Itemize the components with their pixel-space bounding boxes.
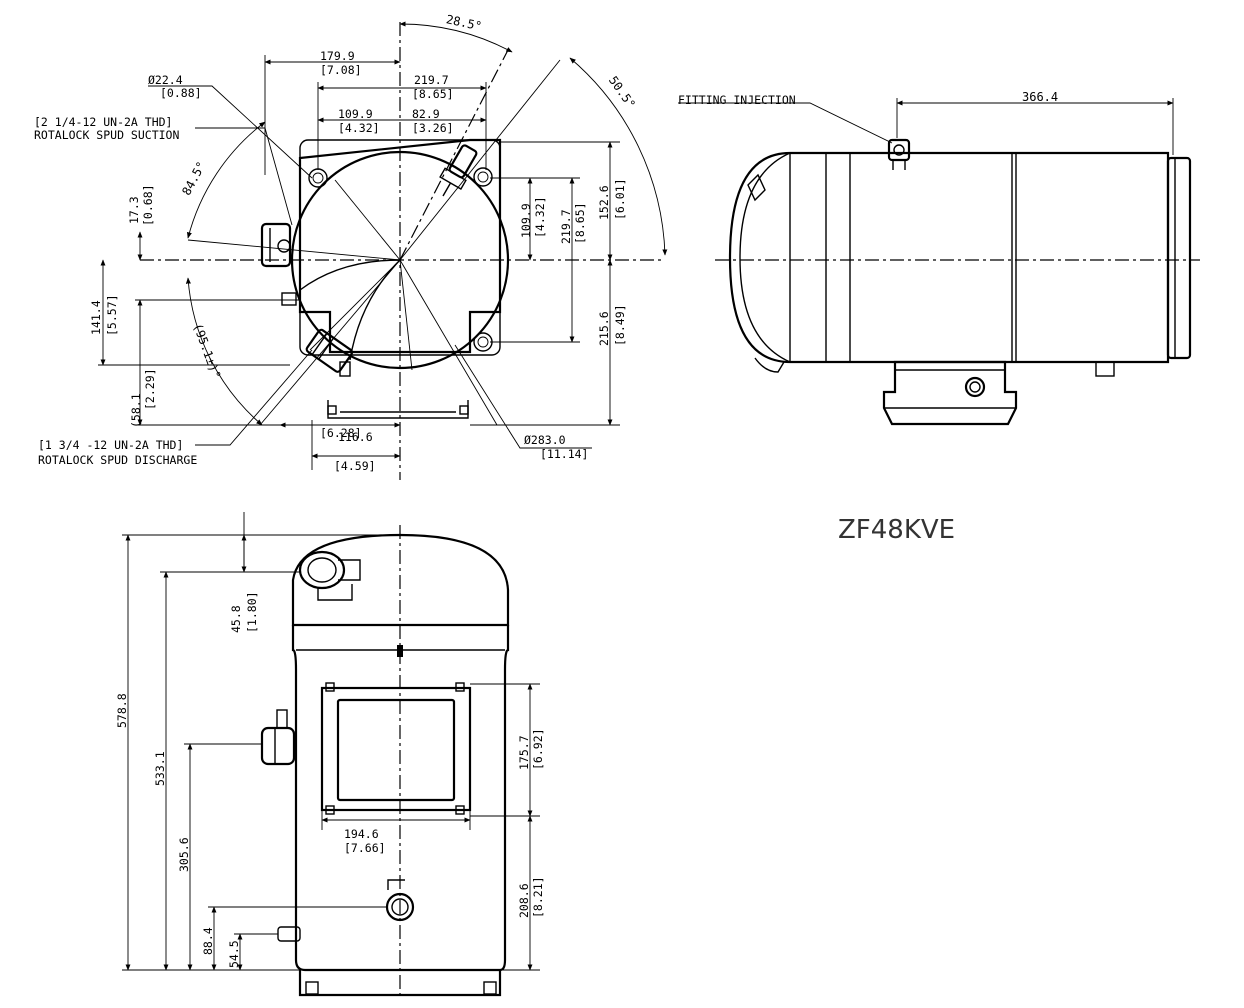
dim-bot-in-a: [6.28] (320, 426, 362, 440)
main-shell-front (291, 625, 510, 972)
dim-v-109-9-in: [4.32] (533, 196, 547, 238)
dim-82-9: 82.9 (412, 107, 440, 121)
base-port-side (964, 376, 986, 398)
front-view: 578.8 533.1 305.6 88.4 54.5 45.8 [1.80] … (115, 512, 545, 1000)
dim-152-6: 152.6 (597, 185, 611, 220)
discharge-thread: [1 3/4 -12 UN-2A THD] (38, 438, 183, 452)
fitting-injection-label: FITTING INJECTION (678, 93, 796, 107)
dim-82-9-in: [3.26] (412, 121, 454, 135)
spud-side-bottom (754, 357, 785, 373)
dim-109-9-in: [4.32] (338, 121, 380, 135)
dim-v-219-7-in: [8.65] (573, 202, 587, 244)
height-305-6: 305.6 (177, 837, 191, 872)
arc-50-5 (569, 57, 668, 256)
d-shell: Ø283.0 (524, 433, 566, 447)
dim-141-4-in: [5.57] (105, 294, 119, 336)
width-194-6-in: [7.66] (344, 841, 386, 855)
dim-179-9: 179.9 (320, 49, 355, 63)
height-208-6: 208.6 (517, 883, 531, 918)
dim-bot-in-b: [4.59] (334, 459, 376, 473)
dim-109-9: 109.9 (338, 107, 373, 121)
height-208-6-in: [8.21] (531, 876, 545, 918)
top-view: 28.5° 50.5° 84.5° (95.1±)° 179.9 [7.08] … (34, 12, 668, 480)
compressor-shell-top (290, 150, 510, 370)
base-side (882, 360, 1018, 426)
width-194-6: 194.6 (344, 827, 379, 841)
base-front (298, 970, 502, 997)
dim-152-6-in: [6.01] (613, 178, 627, 220)
dim-215-6-in: [8.49] (613, 304, 627, 346)
injection-fitting-side (887, 138, 911, 170)
dim-179-9-in: [7.08] (320, 63, 362, 77)
dim-219-7-in: [8.65] (412, 87, 454, 101)
dim-219-7: 219.7 (414, 73, 449, 87)
dim-v-219-7: 219.7 (559, 209, 573, 244)
arc-28-5 (399, 21, 513, 53)
spud-side-top (747, 173, 766, 202)
height-45-8: 45.8 (229, 605, 243, 633)
height-533-1: 533.1 (153, 751, 167, 786)
suction-spud (260, 222, 292, 268)
dim-17-3: 17.3 (127, 196, 141, 224)
model-label: ZF48KVE (838, 515, 955, 545)
angle-95-1: (95.1±)° (190, 322, 223, 381)
terminal-box-cover (336, 698, 456, 802)
fitting-small-bottom (339, 361, 351, 377)
suction-label: ROTALOCK SPUD SUCTION (34, 128, 179, 142)
angle-50-5: 50.5° (606, 74, 638, 112)
dim-215-6: 215.6 (597, 311, 611, 346)
lower-port (385, 892, 415, 922)
side-spud-front (260, 709, 296, 766)
base-plate-outline (299, 139, 501, 356)
d-shell-in: [11.14] (540, 447, 588, 461)
height-175-7: 175.7 (517, 735, 531, 770)
angle-28-5: 28.5° (445, 12, 483, 33)
base-rail-top-view (327, 400, 469, 419)
height-54-5: 54.5 (227, 940, 241, 968)
arc-95-1 (185, 277, 263, 426)
height-578-8: 578.8 (115, 693, 129, 728)
dim-bot-a: 116.6 (338, 430, 373, 444)
injection-fitting-top (439, 144, 478, 197)
mounting-hole-tr (473, 167, 493, 187)
dim-v-109-9: 109.9 (519, 203, 533, 238)
d-suction-in: [0.88] (160, 86, 202, 100)
fitting-small-side (1095, 361, 1115, 377)
dim-141-4: 141.4 (89, 300, 103, 335)
height-88-4: 88.4 (201, 927, 215, 955)
arc-84-5 (186, 121, 266, 239)
height-175-7-in: [6.92] (531, 728, 545, 770)
terminal-box (320, 686, 472, 812)
end-cap-right (1166, 156, 1192, 360)
length-366-4: 366.4 (1022, 90, 1058, 104)
dim-58-1: (58.1 (129, 393, 143, 428)
dim-17-3-in: [0.68] (141, 184, 155, 226)
dim-58-1-in: [2.29] (143, 368, 157, 410)
d-suction-label: Ø22.4 (148, 73, 183, 87)
discharge-label: ROTALOCK SPUD DISCHARGE (38, 453, 197, 467)
side-view: FITTING INJECTION 366.4 (678, 90, 1200, 426)
fitting-small-left (281, 292, 297, 306)
angle-84-5: 84.5° (179, 159, 208, 197)
suction-spud-front (298, 550, 361, 601)
height-45-8-in: [1.80] (245, 591, 259, 633)
compressor-body-side (728, 151, 1170, 364)
suction-thread: [2 1/4-12 UN-2A THD] (34, 115, 172, 129)
